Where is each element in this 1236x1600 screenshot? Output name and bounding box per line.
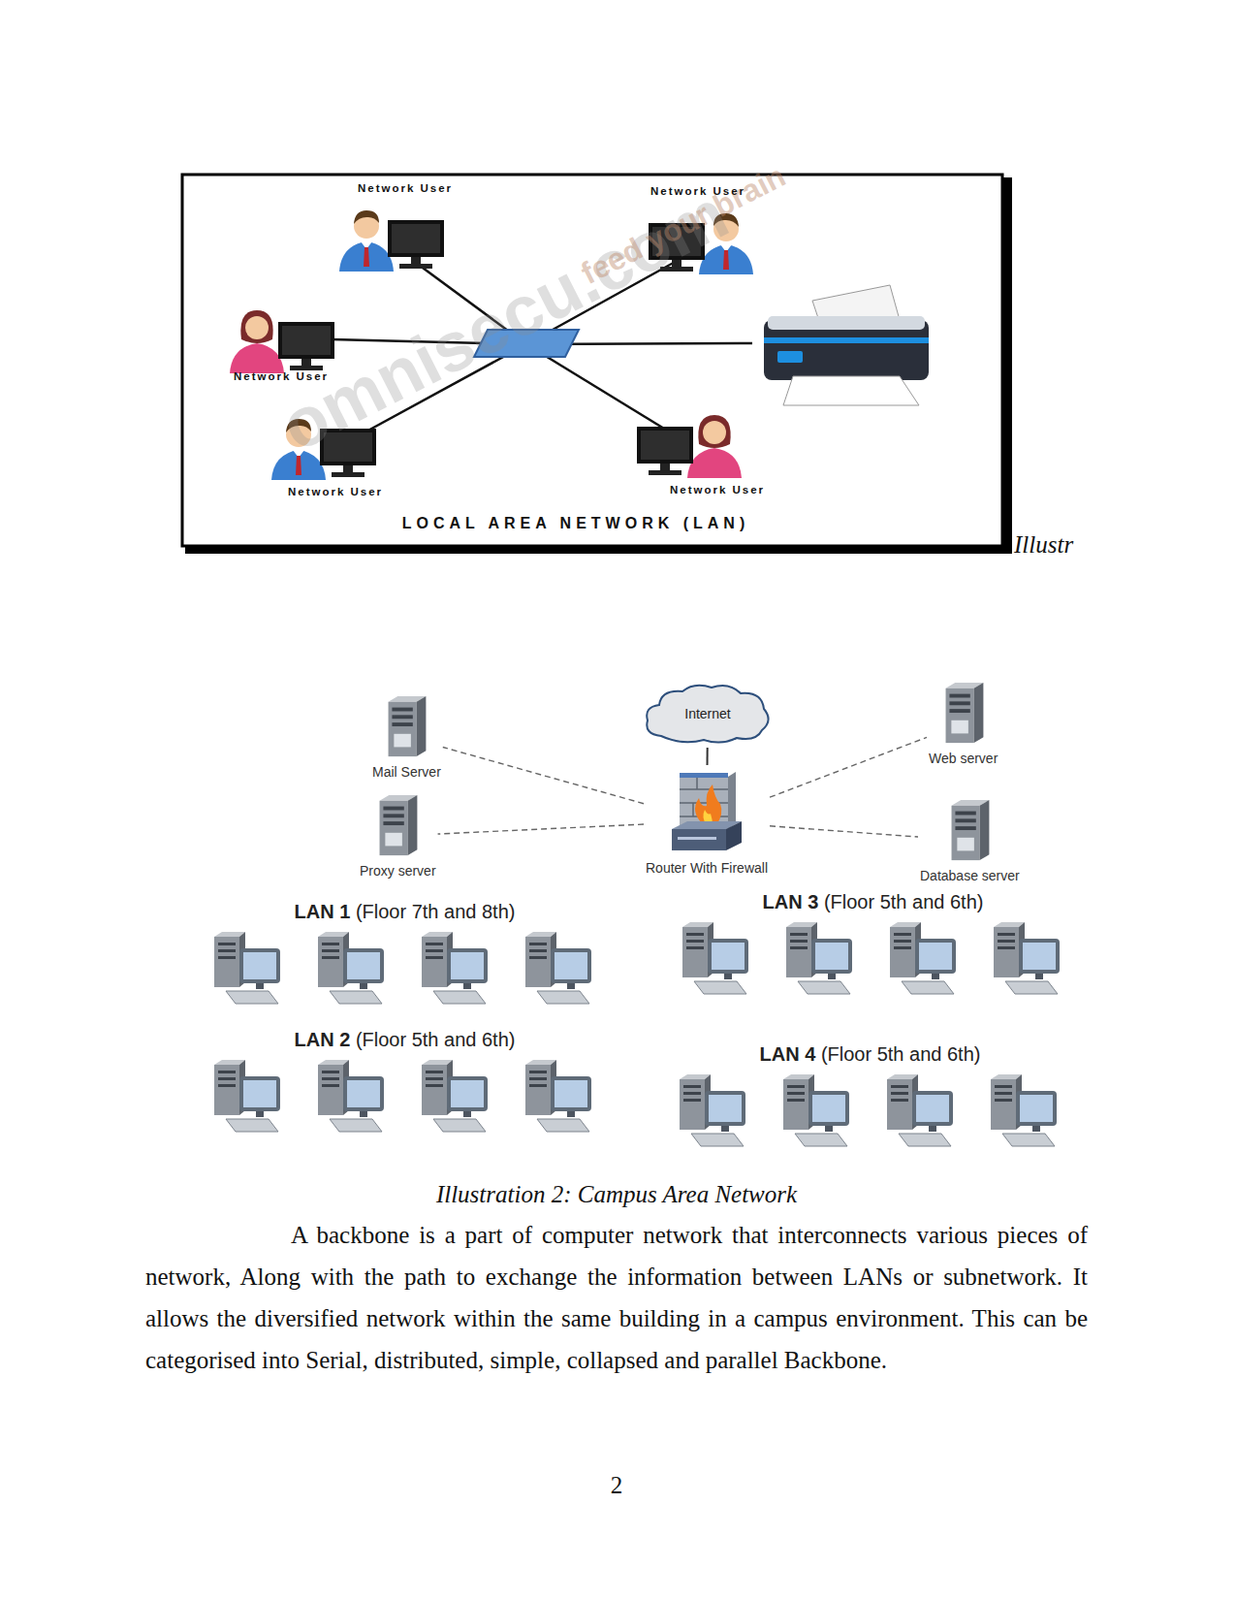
network-link (769, 825, 919, 837)
node-label: Proxy server (359, 862, 437, 879)
lan-group: LAN 3 (Floor 5th and 6th) (678, 887, 1068, 997)
lan-title: LAN 4 (Floor 5th and 6th) (760, 1040, 982, 1068)
floor-note: (Floor 7th and 8th) (355, 900, 516, 922)
lan-name: LAN 4 (760, 1043, 817, 1065)
floor-note: (Floor 5th and 6th) (355, 1028, 516, 1050)
lan-title: LAN 2 (Floor 5th and 6th) (294, 1025, 516, 1053)
figure-caption: Illustration 2: Campus Area Network (436, 1180, 797, 1208)
network-link (706, 747, 708, 765)
node-label: Database server (919, 867, 1020, 884)
computer-icon (779, 1073, 857, 1149)
network-link (443, 747, 644, 804)
node-label: Mail Server (372, 763, 442, 780)
computer-icon (986, 1073, 1065, 1149)
computer-row (675, 1073, 1065, 1149)
server-icon (939, 680, 988, 747)
lan-group: LAN 4 (Floor 5th and 6th) (675, 1040, 1065, 1149)
computer-icon (782, 920, 860, 997)
computer-row (678, 920, 1068, 997)
printer-icon (763, 285, 929, 406)
server-node: Proxy server (359, 792, 437, 879)
lan-frame (182, 174, 1013, 554)
node-label: Router With Firewall (645, 859, 768, 876)
user-icon (339, 210, 444, 272)
lan-title: LAN 3 (Floor 5th and 6th) (762, 887, 984, 916)
computer-row (210, 930, 600, 1007)
page-number: 2 (610, 1471, 624, 1499)
server-icon (373, 792, 422, 859)
user-label: Network User (650, 185, 746, 197)
computer-icon (883, 1073, 961, 1149)
server-node: Web server (928, 680, 998, 766)
computer-icon (417, 1058, 496, 1135)
link-line (769, 736, 927, 797)
floor-note: (Floor 5th and 6th) (821, 1043, 982, 1065)
lan-name: LAN 3 (762, 890, 820, 913)
node-label: Internet (684, 705, 730, 722)
server-icon (381, 694, 431, 761)
lan-group: LAN 1 (Floor 7th and 8th) (210, 897, 600, 1007)
user-label: Network User (287, 485, 383, 498)
lan-title: LAN 1 (Floor 7th and 8th) (294, 897, 516, 925)
computer-icon (314, 1058, 392, 1135)
router-node: Router With Firewall (645, 766, 768, 876)
computer-icon (675, 1073, 754, 1149)
computer-icon (886, 920, 964, 997)
link-line (443, 747, 644, 804)
body-paragraph: A backbone is a part of computer network… (145, 1213, 1088, 1381)
computer-icon (314, 930, 392, 1007)
user-icon (636, 414, 742, 478)
computer-icon (417, 930, 496, 1007)
network-link (438, 824, 644, 834)
link-line (706, 747, 709, 765)
server-node: Database server (919, 797, 1020, 884)
server-icon (945, 797, 994, 864)
internet-cloud: Internet (639, 681, 776, 746)
server-node: Mail Server (372, 694, 442, 780)
computer-icon (989, 920, 1068, 997)
computer-icon (521, 1058, 600, 1135)
cloud-shape: Internet (639, 681, 776, 746)
computer-row (210, 1058, 600, 1135)
computer-icon (678, 920, 757, 997)
node-label: Web server (928, 750, 998, 766)
user-label: Network User (233, 370, 329, 382)
computer-icon (210, 930, 288, 1007)
link-line (438, 824, 644, 834)
diagram-title: LOCAL AREA NETWORK (LAN) (402, 514, 751, 533)
lan-name: LAN 2 (294, 1028, 351, 1050)
lan-name: LAN 1 (294, 900, 351, 922)
user-icon (229, 310, 335, 374)
caption-fragment: Illustr (1014, 531, 1074, 559)
firewall-icon (667, 766, 746, 856)
floor-note: (Floor 5th and 6th) (824, 890, 984, 913)
user-label: Network User (357, 182, 453, 194)
computer-icon (521, 930, 600, 1007)
lan-group: LAN 2 (Floor 5th and 6th) (210, 1025, 600, 1135)
link-line (769, 825, 919, 837)
user-label: Network User (669, 483, 765, 496)
computer-icon (210, 1058, 288, 1135)
network-link (769, 736, 927, 797)
